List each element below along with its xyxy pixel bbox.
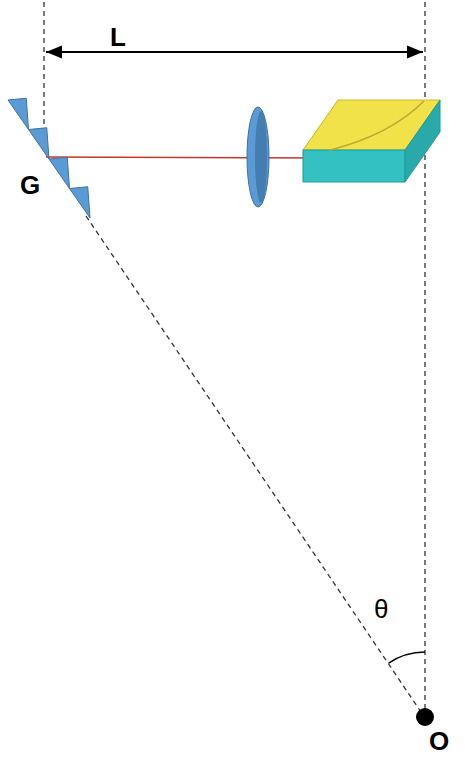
chip-front — [303, 150, 405, 182]
grating-tooth — [8, 98, 29, 129]
lens — [247, 107, 269, 207]
dashed-line — [86, 216, 421, 712]
laser-beam — [46, 157, 332, 158]
grating — [8, 98, 90, 218]
pivot-point — [416, 708, 434, 726]
dimension-label: L — [110, 24, 126, 50]
lens-edge — [255, 111, 267, 203]
waveguide — [330, 101, 424, 150]
dimension-arrow — [46, 51, 423, 53]
angle-label: θ — [374, 596, 388, 622]
point-label: O — [429, 728, 449, 754]
grating-tooth — [49, 157, 70, 188]
grating-label: G — [20, 172, 40, 198]
grating-tooth — [29, 128, 50, 159]
angle-arc — [389, 652, 425, 663]
grating-tooth — [70, 187, 91, 218]
